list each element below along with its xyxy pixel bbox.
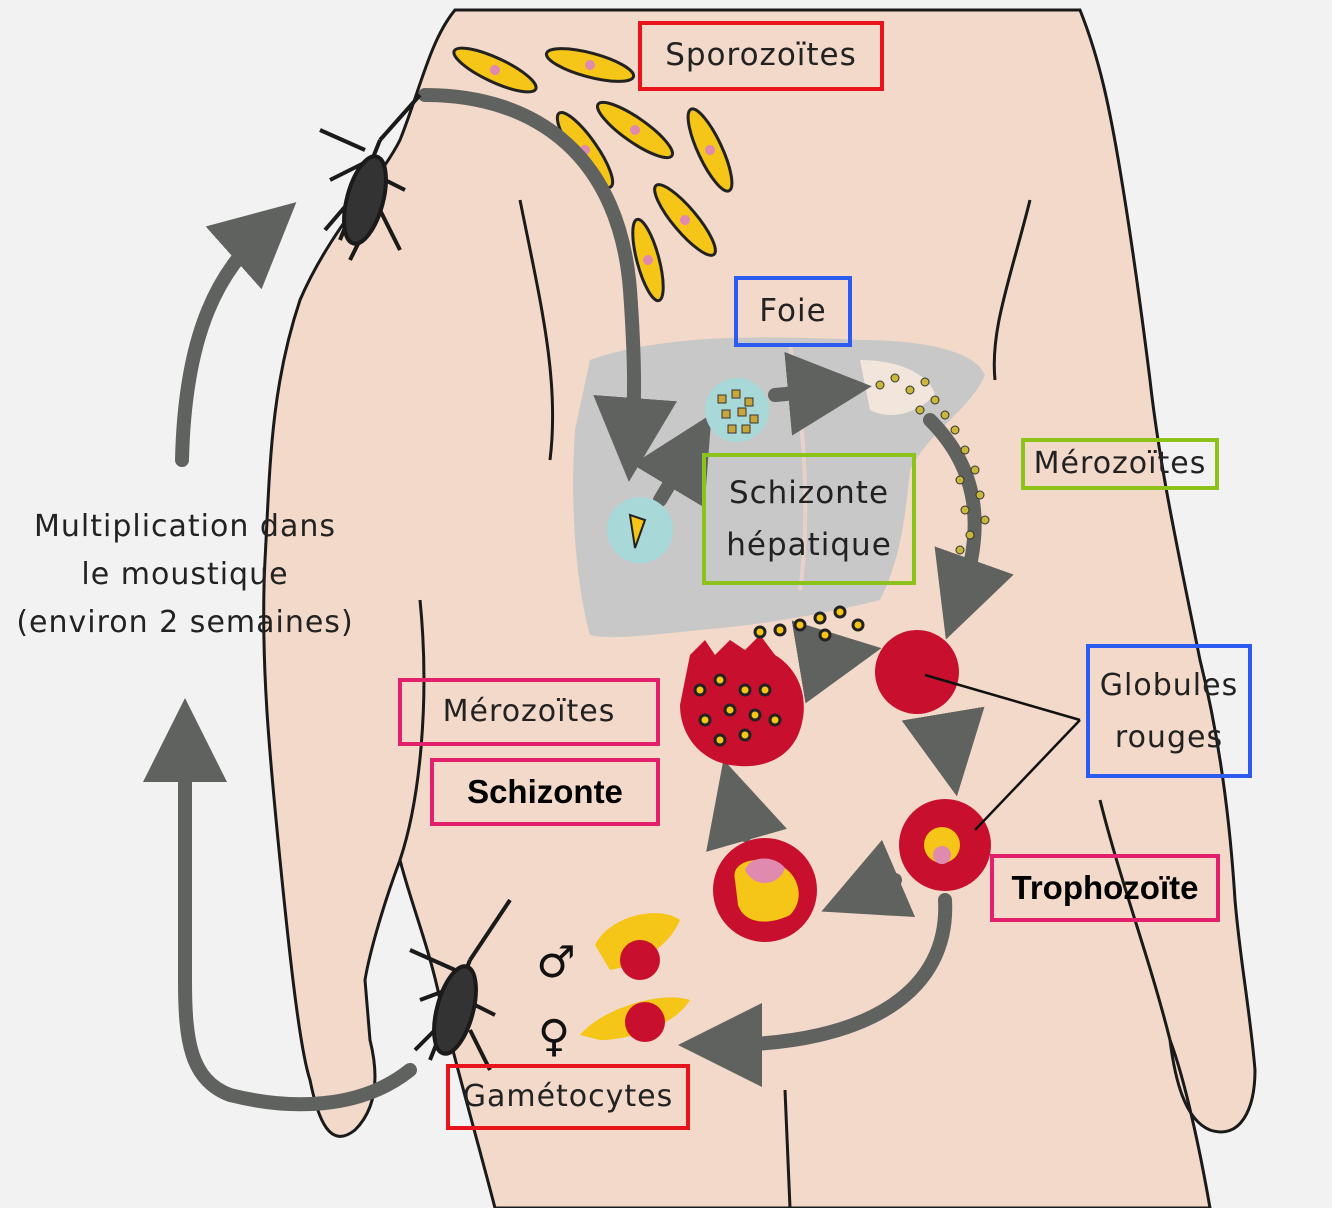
sporozoites-label: Sporozoïtes: [640, 23, 882, 89]
schizonte-label: Schizonte: [432, 760, 658, 824]
multiplication-label: Multiplication dans le moustique (enviro…: [0, 503, 370, 647]
schizonte-hepatique-label-line1: Schizonte: [704, 468, 914, 520]
multiplication-label-line1: Multiplication dans: [0, 503, 370, 551]
globules-rouges-label-line2: rouges: [1088, 712, 1250, 764]
female-symbol-icon: ♀: [530, 1005, 578, 1069]
foie-label: Foie: [736, 278, 850, 345]
merozoites-blood-label: Mérozoïtes: [400, 680, 658, 744]
gametocytes-label: Gamétocytes: [448, 1066, 688, 1128]
schizonte-hepatique-label-line2: hépatique: [704, 520, 914, 572]
male-symbol-icon: ♂: [532, 935, 580, 991]
multiplication-label-line3: (environ 2 semaines): [0, 599, 370, 647]
multiplication-label-line2: le moustique: [0, 551, 370, 599]
globules-rouges-label-line1: Globules: [1088, 660, 1250, 712]
trophozoite-label: Trophozoïte: [992, 856, 1218, 920]
merozoites-liver-label: Mérozoïtes: [1023, 440, 1217, 488]
